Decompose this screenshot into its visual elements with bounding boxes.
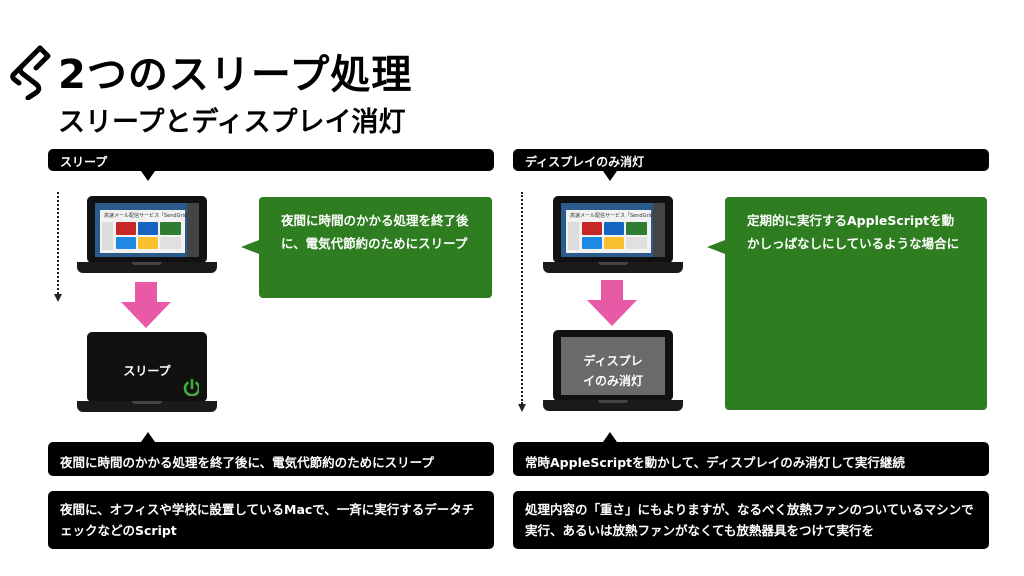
- laptop-screen: 高速メール配信サービス「SendGrid」: [561, 203, 665, 257]
- window-content: [582, 222, 648, 250]
- right-note-1-text: 常時AppleScriptを動かして、ディスプレイのみ消灯して実行継続: [525, 455, 905, 470]
- screen-side-panel: [187, 203, 199, 257]
- right-callout-text: 定期的に実行するAppleScriptを動かしっぱなしにしているような場合に: [747, 213, 960, 251]
- right-note-2: 処理内容の「重さ」にもよりますが、なるべく放熱ファンのついているマシンで実行、あ…: [513, 491, 989, 549]
- content-block: [625, 222, 647, 235]
- right-header-bar: ディスプレイのみ消灯: [513, 149, 989, 171]
- right-laptop-before: 高速メール配信サービス「SendGrid」: [543, 196, 683, 273]
- window-title: 高速メール配信サービス「SendGrid」: [104, 213, 193, 219]
- laptop-lid: ディスプレイのみ消灯: [553, 330, 673, 401]
- page-title: 2つのスリープ処理: [58, 52, 413, 98]
- right-header-pointer: [603, 171, 617, 181]
- page-subtitle: スリープとディスプレイ消灯: [58, 107, 406, 138]
- window-sidebar: [568, 222, 579, 250]
- content-block: [582, 236, 602, 249]
- right-laptop-after: ディスプレイのみ消灯: [543, 330, 683, 411]
- laptop-base: [543, 262, 683, 273]
- window-title: 高速メール配信サービス「SendGrid」: [570, 213, 659, 219]
- laptop-base: [77, 262, 217, 273]
- content-block: [116, 236, 136, 249]
- right-callout: 定期的に実行するAppleScriptを動かしっぱなしにしているような場合に: [725, 197, 987, 410]
- right-note-1: 常時AppleScriptを動かして、ディスプレイのみ消灯して実行継続: [513, 442, 989, 476]
- content-block: [603, 236, 624, 249]
- right-note-2-text: 処理内容の「重さ」にもよりますが、なるべく放熱ファンのついているマシンで実行、あ…: [525, 502, 974, 538]
- left-header-bar: スリープ: [48, 149, 494, 171]
- content-block: [582, 222, 602, 235]
- right-transition-arrow: [587, 280, 637, 326]
- left-laptop-after: スリープ: [77, 332, 217, 412]
- left-callout-text: 夜間に時間のかかる処理を終了後に、電気代節約のためにスリープ: [281, 213, 469, 251]
- content-block: [137, 236, 158, 249]
- left-flow-line: [57, 192, 59, 294]
- screen-side-panel: [653, 203, 665, 257]
- left-note-2: 夜間に、オフィスや学校に設置しているMacで、一斉に実行するデータチェックなどの…: [48, 491, 494, 549]
- laptop-base: [543, 400, 683, 411]
- left-note-2-text: 夜間に、オフィスや学校に設置しているMacで、一斉に実行するデータチェックなどの…: [60, 502, 475, 538]
- left-callout: 夜間に時間のかかる処理を終了後に、電気代節約のためにスリープ: [259, 197, 492, 298]
- window-sidebar: [102, 222, 113, 250]
- right-flow-line: [521, 192, 523, 404]
- laptop-lid: スリープ: [87, 332, 207, 402]
- sleep-screen-label: スリープ: [123, 364, 171, 378]
- laptop-base: [77, 401, 217, 412]
- left-note-1-text: 夜間に時間のかかる処理を終了後に、電気代節約のためにスリープ: [60, 455, 434, 470]
- left-header-label: スリープ: [60, 155, 108, 169]
- display-off-screen-label: ディスプレイのみ消灯: [582, 354, 643, 388]
- left-header-pointer: [141, 171, 155, 181]
- left-note-pointer: [141, 432, 155, 442]
- pencil-swirl-icon: [10, 45, 51, 100]
- laptop-screen-off: スリープ: [95, 339, 199, 396]
- app-window: 高速メール配信サービス「SendGrid」: [566, 210, 658, 253]
- left-flow-arrowhead: [54, 294, 62, 302]
- right-callout-pointer: [707, 240, 725, 254]
- content-block: [159, 222, 181, 235]
- power-icon: [183, 378, 199, 396]
- left-note-1: 夜間に時間のかかる処理を終了後に、電気代節約のためにスリープ: [48, 442, 494, 476]
- laptop-lid: 高速メール配信サービス「SendGrid」: [553, 196, 673, 263]
- right-flow-arrowhead: [518, 404, 526, 412]
- content-block: [137, 222, 158, 235]
- left-callout-pointer: [241, 240, 259, 254]
- content-block: [603, 222, 624, 235]
- left-transition-arrow: [121, 282, 171, 328]
- content-block: [159, 236, 181, 249]
- left-laptop-before: 高速メール配信サービス「SendGrid」: [77, 196, 217, 273]
- laptop-screen: 高速メール配信サービス「SendGrid」: [95, 203, 199, 257]
- window-content: [116, 222, 182, 250]
- right-note-pointer: [603, 432, 617, 442]
- laptop-lid: 高速メール配信サービス「SendGrid」: [87, 196, 207, 263]
- app-window: 高速メール配信サービス「SendGrid」: [100, 210, 192, 253]
- laptop-screen-dim: ディスプレイのみ消灯: [561, 337, 665, 395]
- content-block: [625, 236, 647, 249]
- content-block: [116, 222, 136, 235]
- right-header-label: ディスプレイのみ消灯: [525, 155, 645, 169]
